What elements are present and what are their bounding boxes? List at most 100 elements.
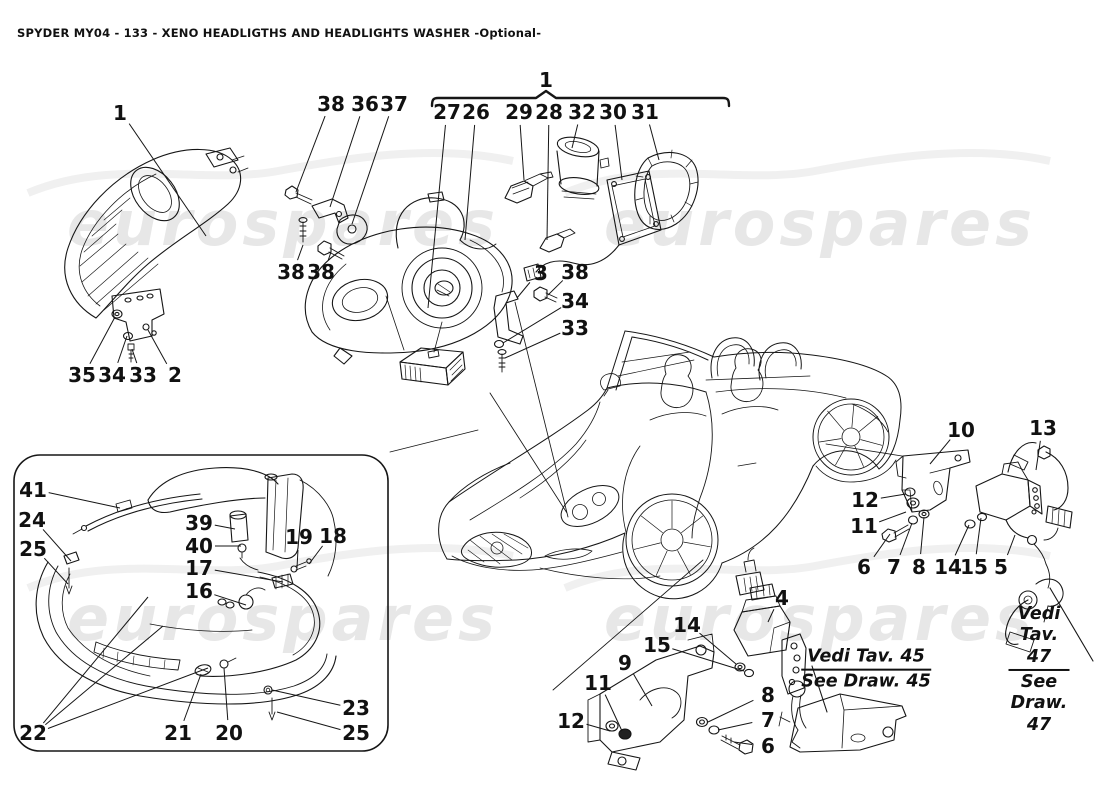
watermark-text: eurospares bbox=[67, 582, 499, 655]
callout-15: 15 bbox=[960, 555, 988, 579]
ballast-unit-drawing bbox=[399, 347, 466, 386]
leader-line bbox=[42, 529, 72, 562]
callout-22: 22 bbox=[19, 721, 47, 745]
leader-line bbox=[183, 673, 202, 722]
bracket-hardware-drawing bbox=[284, 185, 368, 260]
note-line-english: See Draw. 45 bbox=[801, 672, 931, 692]
leader-line bbox=[516, 282, 531, 299]
leader-line bbox=[699, 632, 737, 665]
callout-21: 21 bbox=[164, 721, 192, 745]
leader-line bbox=[464, 124, 476, 241]
leader-line bbox=[308, 545, 323, 565]
leader-line bbox=[648, 124, 660, 161]
callout-30: 30 bbox=[599, 100, 627, 124]
callout-12: 12 bbox=[851, 488, 879, 512]
leader-line bbox=[214, 569, 284, 583]
washer-inset-drawing bbox=[13, 454, 389, 752]
leader-line bbox=[297, 244, 304, 261]
leader-line bbox=[519, 124, 525, 181]
leader-line bbox=[899, 522, 913, 556]
bottom-sensor-assembly-drawing bbox=[587, 547, 907, 771]
leader-line bbox=[672, 648, 745, 672]
leader-line bbox=[502, 307, 562, 344]
leader-line bbox=[929, 439, 951, 465]
note-leaders bbox=[811, 587, 1094, 713]
bulb-parts-drawing bbox=[504, 136, 699, 282]
leader-line bbox=[47, 667, 209, 729]
car-drawing bbox=[438, 330, 902, 600]
callout-10: 10 bbox=[947, 418, 975, 442]
callout-26: 26 bbox=[462, 100, 490, 124]
callout-25: 25 bbox=[342, 721, 370, 745]
leader-line bbox=[954, 524, 970, 556]
callout-18: 18 bbox=[319, 524, 347, 548]
leader-line bbox=[707, 699, 754, 723]
callout-38: 38 bbox=[277, 260, 305, 284]
l-bracket-drawing bbox=[493, 286, 558, 373]
callout-33: 33 bbox=[129, 363, 157, 387]
leader-line bbox=[276, 711, 341, 731]
callout-38: 38 bbox=[317, 92, 345, 116]
leader-line bbox=[880, 493, 907, 499]
callout-2: 2 bbox=[168, 363, 182, 387]
leader-line bbox=[351, 116, 390, 225]
leader-line bbox=[214, 524, 236, 530]
callout-35: 35 bbox=[68, 363, 96, 387]
leader-line bbox=[327, 251, 332, 261]
callout-38: 38 bbox=[307, 260, 335, 284]
callout-8: 8 bbox=[912, 555, 926, 579]
pointer-lines bbox=[389, 301, 903, 691]
callout-41: 41 bbox=[19, 478, 47, 502]
callout-6: 6 bbox=[761, 734, 775, 758]
callout-12: 12 bbox=[557, 709, 585, 733]
callout-6: 6 bbox=[857, 555, 871, 579]
callout-28: 28 bbox=[535, 100, 563, 124]
note-see-drawing-45: Vedi Tav. 45 See Draw. 45 bbox=[801, 647, 931, 694]
leader-line bbox=[586, 723, 611, 732]
callout-19: 19 bbox=[285, 525, 313, 549]
leader-line bbox=[879, 511, 907, 523]
leader-line bbox=[43, 557, 69, 585]
leader-line bbox=[546, 124, 550, 241]
page-title: SPYDER MY04 - 133 - XENO HEADLIGTHS AND … bbox=[17, 26, 542, 40]
callout-37: 37 bbox=[380, 92, 408, 116]
callout-5: 5 bbox=[994, 555, 1008, 579]
headlight-front-drawing bbox=[64, 147, 249, 363]
callout-23: 23 bbox=[342, 696, 370, 720]
leader-line bbox=[89, 316, 116, 364]
callout-25: 25 bbox=[19, 537, 47, 561]
callout-24: 24 bbox=[18, 508, 46, 532]
leader-line bbox=[547, 280, 564, 296]
callout-20: 20 bbox=[215, 721, 243, 745]
watermark-layer: eurospares eurospares eurospares eurospa… bbox=[26, 148, 1051, 655]
callout-27: 27 bbox=[433, 100, 461, 124]
leader-line bbox=[920, 516, 925, 555]
leader-line bbox=[733, 741, 753, 745]
note-line-english: See Draw. 47 bbox=[1010, 672, 1068, 735]
leader-line bbox=[614, 124, 623, 181]
note-line-italian: Vedi Tav. 45 bbox=[801, 647, 931, 671]
leader-line bbox=[504, 332, 561, 359]
right-sensor-assembly-drawing bbox=[881, 442, 1073, 653]
group-bracket bbox=[430, 89, 731, 108]
callout-1: 1 bbox=[539, 68, 553, 92]
leader-line bbox=[767, 609, 775, 623]
callout-7: 7 bbox=[761, 708, 775, 732]
callout-11: 11 bbox=[850, 514, 878, 538]
leader-line bbox=[717, 722, 753, 731]
leader-line bbox=[223, 667, 229, 721]
watermark-text: eurospares bbox=[604, 582, 1036, 655]
leader-line bbox=[427, 124, 446, 309]
callout-34: 34 bbox=[561, 289, 589, 313]
callout-11: 11 bbox=[584, 671, 612, 695]
leader-line bbox=[214, 594, 247, 606]
watermark-swoosh bbox=[563, 543, 1051, 592]
leader-line bbox=[604, 694, 623, 732]
leader-line bbox=[147, 329, 168, 365]
callout-1: 1 bbox=[113, 101, 127, 125]
callout-39: 39 bbox=[185, 511, 213, 535]
callout-14: 14 bbox=[673, 613, 701, 637]
headlight-rear-drawing bbox=[304, 191, 513, 365]
